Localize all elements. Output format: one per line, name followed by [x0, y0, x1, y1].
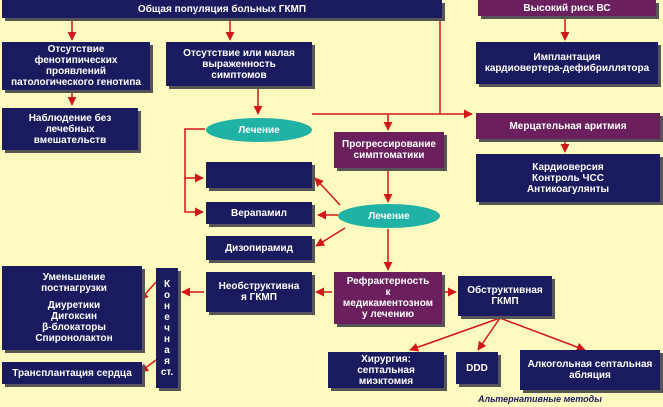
node-afterload: Уменьшение постнагрузки Диуретики Дигокс… — [2, 266, 142, 350]
end-stage-char: е — [164, 311, 170, 323]
node-ablation: Алкогольная септальная абляция — [520, 350, 660, 390]
node-nonobstructive: Необструктивна я ГКМП — [206, 272, 312, 312]
node-disopyramide: Дизопирамид — [206, 236, 312, 260]
node-end-stage: К о н е ч н а я ст. — [156, 268, 178, 388]
node-af-treatment: Кардиоверсия Контроль ЧСС Антикоагулянты — [476, 154, 660, 202]
node-treatment-2: Лечение — [338, 204, 440, 228]
node-transplant: Трансплантация сердца — [2, 362, 142, 384]
afterload-title: Уменьшение постнагрузки — [41, 272, 107, 294]
end-stage-char: а — [164, 344, 170, 356]
node-progression: Прогрессирование симптоматики — [334, 132, 444, 168]
node-surgery: Хирургия: септальная миэктомия — [328, 352, 444, 388]
node-population: Общая популяция больных ГКМП — [2, 0, 442, 18]
node-verapamil: Верапамил — [206, 202, 312, 224]
node-obstructive: Обструктивная ГКМП — [458, 276, 552, 316]
node-blank — [206, 162, 312, 188]
node-icd: Имплантация кардиовертера-дефибриллятора — [476, 42, 658, 84]
node-few-symptoms: Отсутствие или малая выраженность симпто… — [166, 42, 312, 86]
node-observation: Наблюдение без лечебных вмешательств — [2, 108, 138, 150]
node-af: Мерцательная аритмия — [476, 113, 660, 139]
node-ddd: DDD — [456, 352, 498, 384]
alt-methods-label: Альтернативные методы — [478, 394, 602, 404]
end-stage-char: я — [164, 355, 170, 367]
end-stage-char: К — [163, 278, 171, 290]
drugs-list: Диуретики Дигоксин β-блокаторы Спиронола… — [35, 300, 113, 344]
end-stage-char: ст. — [160, 366, 174, 378]
end-stage-char: ч — [164, 322, 170, 334]
end-stage-char: о — [163, 289, 171, 301]
end-stage-char: н — [163, 333, 171, 345]
node-treatment-1: Лечение — [206, 118, 312, 142]
node-refractory: Рефрактерность к медикаментозном у лечен… — [334, 272, 442, 324]
node-high-risk: Высокий риск ВС — [478, 0, 656, 16]
node-no-phenotype: Отсутствие фенотипических проявлений пат… — [2, 42, 150, 90]
end-stage-char: н — [163, 300, 171, 312]
